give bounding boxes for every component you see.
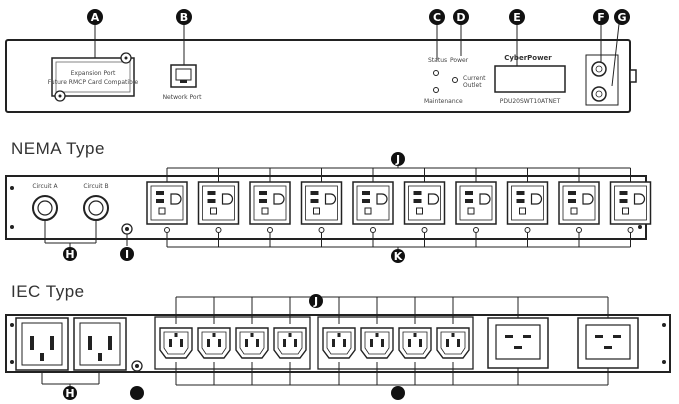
nema-outlet <box>609 168 652 247</box>
iec-c13-outlet <box>273 297 307 385</box>
iec-c19-outlet <box>487 297 549 385</box>
nema-outlet <box>403 168 446 247</box>
callout-h-nema: H <box>63 247 77 261</box>
callout-b: B <box>176 9 192 25</box>
iec-outlets <box>159 296 639 386</box>
callout-k-nema: K <box>391 249 405 263</box>
svg-text:I: I <box>125 248 129 261</box>
iec-c13-outlet <box>322 297 356 385</box>
network-port: Network Port <box>163 64 203 101</box>
iec-power-inlet <box>73 317 127 371</box>
iec-c19-outlet <box>577 297 639 385</box>
svg-text:F: F <box>597 11 605 24</box>
nema-outlet <box>455 168 497 247</box>
expansion-port-label-2: Future RMCP Card Compatible <box>48 79 139 86</box>
front-panel: Expansion Port Future RMCP Card Compatib… <box>5 9 637 113</box>
nema-outlet <box>300 168 343 247</box>
expansion-port: Expansion Port Future RMCP Card Compatib… <box>48 52 139 102</box>
svg-text:E: E <box>513 11 521 24</box>
iec-power-inlet <box>15 317 69 371</box>
nema-outlet <box>558 168 600 247</box>
callout-a: A <box>87 9 103 25</box>
nema-outlet <box>249 168 291 247</box>
svg-text:Circuit A: Circuit A <box>32 183 58 190</box>
iec-ground-screw <box>131 360 143 372</box>
callout-h-iec: H <box>63 386 77 400</box>
callout-c: C <box>429 9 445 25</box>
nema-section-title: NEMA Type <box>11 139 105 158</box>
nema-outlet <box>146 168 188 247</box>
svg-text:D: D <box>456 11 465 24</box>
svg-text:J: J <box>395 153 400 166</box>
iec-c13-outlet <box>197 297 231 385</box>
iec-c13-outlet <box>436 297 470 385</box>
callout-e: E <box>509 9 525 25</box>
display-label-2: Outlet <box>463 82 482 89</box>
callout-k-iec <box>391 386 405 400</box>
front-panel-edge <box>629 69 637 83</box>
svg-text:Circuit B: Circuit B <box>83 183 108 190</box>
nema-rear-panel: Circuit A Circuit B H I J K <box>5 152 652 263</box>
callout-i-iec <box>130 386 144 400</box>
maintenance-label: Maintenance <box>424 98 463 105</box>
iec-c13-outlet <box>235 297 269 385</box>
nema-outlet <box>506 168 549 247</box>
brand-logo: CyberPower <box>504 54 552 62</box>
callout-i-nema: I <box>120 247 134 261</box>
callout-g: G <box>614 9 630 25</box>
nema-outlet <box>352 168 394 247</box>
svg-text:B: B <box>180 11 188 24</box>
svg-text:J: J <box>313 295 318 308</box>
status-leds: Status Power Maintenance Current Outlet <box>424 57 486 105</box>
nema-circuit-breaker-b: Circuit B <box>83 183 109 221</box>
svg-text:H: H <box>65 387 74 400</box>
power-led-label: Power <box>450 57 469 64</box>
callout-j-nema: J <box>391 152 405 166</box>
svg-text:H: H <box>65 248 74 261</box>
model-label: PDU20SWT10ATNET <box>500 98 561 105</box>
iec-c13-outlet <box>360 297 394 385</box>
nema-outlets <box>146 166 652 249</box>
svg-text:K: K <box>394 250 403 263</box>
nema-outlet <box>197 168 240 247</box>
callout-j-iec: J <box>309 294 323 308</box>
iec-c13-outlet <box>398 297 432 385</box>
callout-d: D <box>453 9 469 25</box>
svg-text:A: A <box>91 11 100 24</box>
nema-circuit-breaker-a: Circuit A <box>32 183 59 221</box>
iec-inlets <box>15 317 127 371</box>
status-led-label: Status <box>428 57 447 64</box>
display-label-1: Current <box>463 75 486 82</box>
svg-text:C: C <box>433 11 441 24</box>
svg-text:G: G <box>617 11 626 24</box>
iec-rear-panel: H J <box>5 294 671 400</box>
callout-f: F <box>593 9 609 25</box>
nema-ground-screw <box>121 223 133 235</box>
iec-section-title: IEC Type <box>11 282 85 301</box>
iec-c13-outlet <box>159 297 193 385</box>
lcd-display: CyberPower PDU20SWT10ATNET <box>494 54 566 105</box>
network-port-label: Network Port <box>163 94 203 101</box>
expansion-port-label-1: Expansion Port <box>71 70 116 77</box>
front-buttons <box>585 54 619 106</box>
